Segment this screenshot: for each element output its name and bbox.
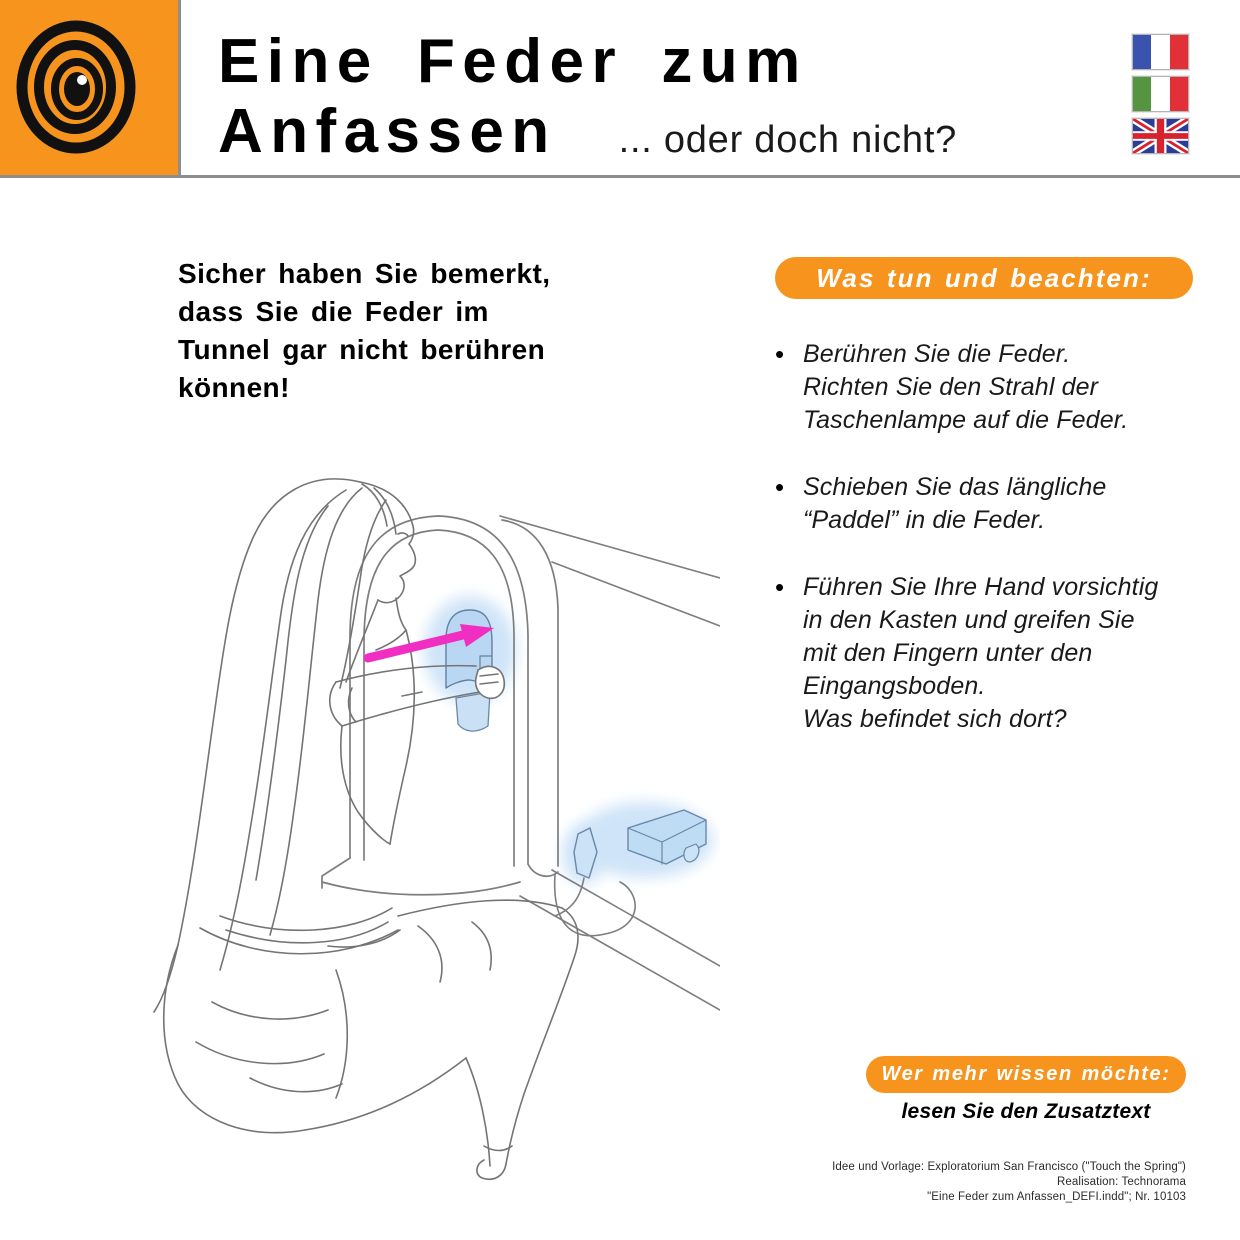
flashlight-and-paddle [553,809,707,937]
uk-flag-icon [1132,118,1189,154]
language-flags [1132,34,1189,160]
background-lines [499,515,721,1011]
instruction-line: “Paddel” in die Feder. [803,506,1046,534]
page-title-line2-row: Anfassen ... oder doch nicht? [218,96,957,167]
instruction-line: Richten Sie den Strahl der [803,373,1099,401]
credits-block: Idee und Vorlage: Exploratorium San Fran… [686,1160,1186,1205]
list-item: • Berühren Sie die Feder. Richten Sie de… [775,338,1205,437]
list-item: • Schieben Sie das längliche “Paddel” in… [775,471,1205,537]
bullet-icon: • [775,339,785,369]
header-vertical-divider [178,0,181,175]
header-divider [0,175,1240,178]
instruction-line: in den Kasten und greifen Sie [803,606,1135,634]
intro-line: Sicher haben Sie bemerkt, [178,258,551,289]
instruction-line: Schieben Sie das längliche [803,473,1107,501]
intro-line: dass Sie die Feder im [178,296,489,327]
concentric-circles-eye-icon [16,20,136,154]
bullet-icon: • [775,472,785,502]
more-info-header-badge: Wer mehr wissen möchte: [866,1056,1186,1093]
instructions-header-badge: Was tun und beachten: [775,257,1193,299]
instruction-line: Führen Sie Ihre Hand vorsichtig [803,573,1159,601]
page-title-line2: Anfassen [218,97,557,166]
france-flag-icon [1132,34,1189,70]
technorama-logo [0,0,178,175]
flashlight-drawing [573,827,598,879]
list-item: • Führen Sie Ihre Hand vorsichtig in den… [775,571,1205,736]
intro-statement: Sicher haben Sie bemerkt, dass Sie die F… [178,255,550,407]
instructions-list: • Berühren Sie die Feder. Richten Sie de… [775,338,1205,770]
instruction-line: Berühren Sie die Feder. [803,340,1071,368]
bullet-icon: • [775,572,785,602]
intro-line: können! [178,372,290,403]
credits-line: Realisation: Technorama [1056,1176,1186,1188]
magenta-arrow-icon [363,624,494,663]
more-info-text: lesen Sie den Zusatztext [901,1100,1151,1123]
page-title-line1: Eine Feder zum [218,27,808,96]
instruction-line: Eingangsboden. [803,672,986,700]
instruction-line: mit den Fingern unter den [803,639,1093,667]
intro-line: Tunnel gar nicht berühren [178,334,546,365]
italy-flag-icon [1132,76,1189,112]
tunnel-arch [321,515,559,896]
page-subtitle: ... oder doch nicht? [618,119,958,161]
instruction-line: Taschenlampe auf die Feder. [803,406,1129,434]
girl-drawing [153,478,579,1180]
instruction-line: Was befindet sich dort? [803,705,1067,733]
exhibit-illustration [100,430,721,1190]
credits-line: Idee und Vorlage: Exploratorium San Fran… [832,1161,1186,1173]
credits-line: "Eine Feder zum Anfassen_DEFI.indd"; Nr.… [927,1191,1186,1203]
